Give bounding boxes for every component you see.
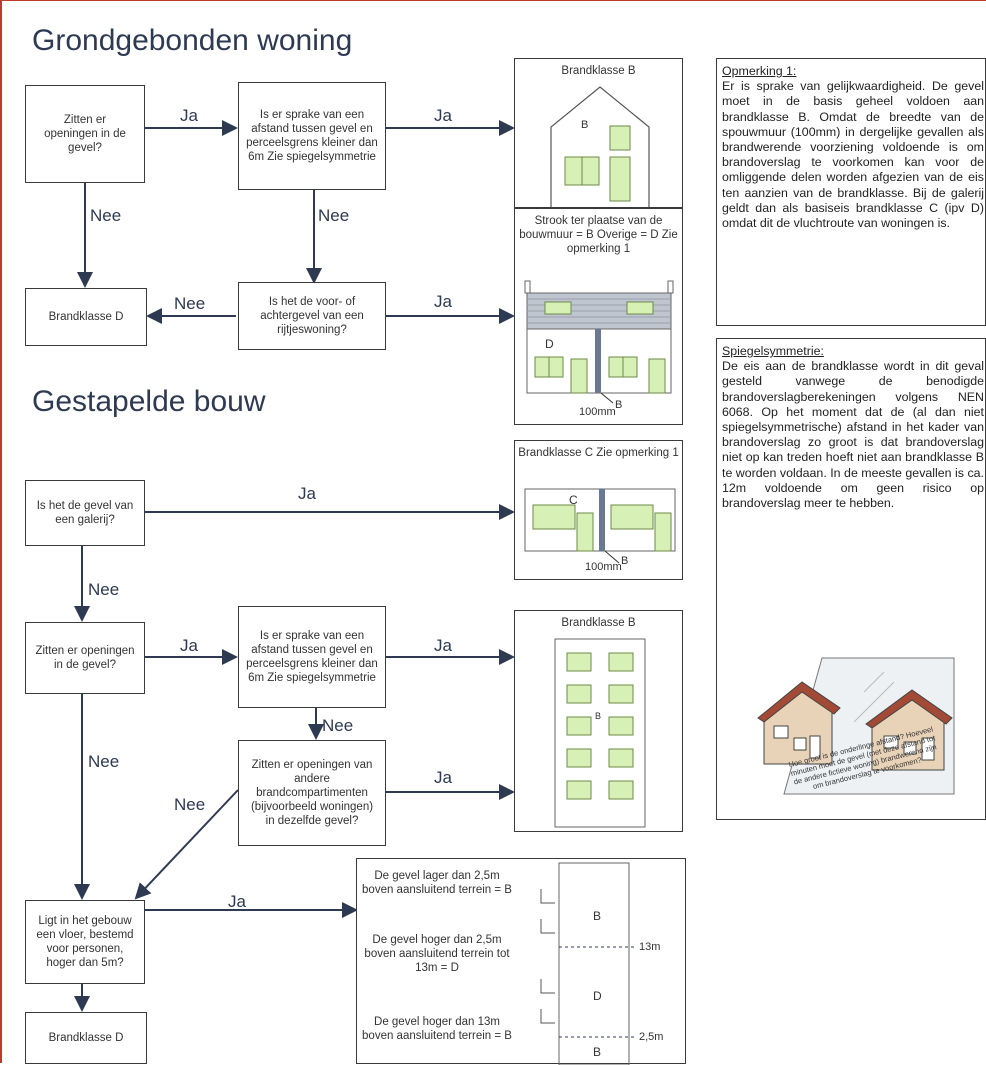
mirror-illustration (757, 657, 955, 795)
section-title-grondgebonden: Grondgebonden woning (32, 24, 353, 57)
question-galerij: Is het de gevel van een galerij? (25, 480, 145, 546)
note-spiegelsymmetrie: Spiegelsymmetrie: De eis aan de brandkla… (722, 344, 984, 511)
image-hoogte-zones: De gevel lager dan 2,5m boven aansluiten… (356, 858, 686, 1065)
label-nee: Nee (174, 795, 206, 814)
level-13m: 13m (639, 941, 661, 953)
question-vloer: Ligt in het gebouw een vloer, bestemd vo… (25, 900, 145, 984)
image-rijtjeswoning: Strook ter plaatse van de bouwmuur = B O… (514, 208, 683, 425)
label-nee: Nee (90, 206, 122, 225)
note-opmerking: Opmerking 1: Er is sprake van gelijkwaar… (722, 64, 984, 231)
zone-label: D (545, 337, 554, 351)
section-title-gestapelde: Gestapelde bouw (32, 385, 266, 418)
label-ja: Ja (434, 292, 452, 311)
question-voorgevel: Is het de voor- of achtergevel van een r… (238, 282, 386, 350)
question-afstand: Is er sprake van een afstand tussen geve… (238, 606, 386, 708)
image-caption: Brandklasse B (561, 65, 636, 77)
zone-label-top: B (593, 909, 602, 923)
galerij-drawing (524, 488, 676, 564)
label-ja: Ja (228, 892, 246, 911)
note-body: De eis aan de brandklasse wordt in dit g… (722, 359, 984, 511)
label-nee: Nee (174, 294, 206, 313)
height-text-low: De gevel lager dan 2,5m boven aansluiten… (362, 870, 512, 896)
image-galerij-brandklasse-c: Brandklasse C Zie opmerking 1 C B 100mm (514, 440, 683, 580)
question-openingen: Zitten er openingen in de gevel? (25, 622, 145, 694)
note-title: Spiegelsymmetrie: (722, 344, 824, 358)
height-zones-drawing (540, 862, 637, 1065)
question-andere-compartimenten: Zitten er openingen van andere brandcomp… (238, 740, 386, 846)
zone-label: B (615, 399, 623, 411)
image-caption: Brandklasse C Zie opmerking 1 (518, 447, 679, 459)
label-ja: Ja (298, 484, 316, 503)
image-flat-brandklasse-b: Brandklasse B B (514, 610, 683, 832)
dimension-label: 100mm (579, 406, 616, 418)
label-nee: Nee (88, 580, 120, 599)
result-brandklasse-d: Brandklasse D (25, 288, 147, 346)
image-caption: Strook ter plaatse van de bouwmuur = B O… (519, 215, 678, 255)
zone-label: B (581, 119, 589, 131)
label-ja: Ja (434, 768, 452, 787)
image-caption: Brandklasse B (561, 617, 636, 629)
zone-label: C (569, 493, 578, 507)
zone-label: B (621, 555, 629, 567)
dimension-label: 100mm (585, 561, 622, 573)
height-text-high: De gevel hoger dan 13m boven aansluitend… (362, 1016, 512, 1042)
question-afstand: Is er sprake van een afstand tussen geve… (238, 82, 386, 190)
label-ja: Ja (434, 106, 452, 125)
note-body: Er is sprake van gelijkwaardigheid. De g… (722, 79, 984, 231)
image-house-brandklasse-b: Brandklasse B B (514, 58, 683, 208)
row-house-drawing (524, 280, 674, 404)
label-ja: Ja (434, 636, 452, 655)
result-brandklasse-d: Brandklasse D (25, 1012, 147, 1064)
height-text-mid: De gevel hoger dan 2,5m boven aansluiten… (364, 934, 510, 974)
question-openingen: Zitten er openingen in de gevel? (25, 85, 145, 183)
label-ja: Ja (180, 636, 198, 655)
level-2-5m: 2,5m (639, 1031, 664, 1043)
label-nee: Nee (322, 716, 354, 735)
label-ja: Ja (180, 106, 198, 125)
house-drawing (550, 86, 650, 207)
flat-drawing (554, 638, 646, 828)
zone-label-bottom: B (593, 1045, 602, 1059)
zone-label: B (595, 711, 602, 721)
note-title: Opmerking 1: (722, 64, 797, 78)
label-nee: Nee (88, 752, 120, 771)
zone-label-mid: D (593, 989, 602, 1003)
label-nee: Nee (318, 206, 350, 225)
